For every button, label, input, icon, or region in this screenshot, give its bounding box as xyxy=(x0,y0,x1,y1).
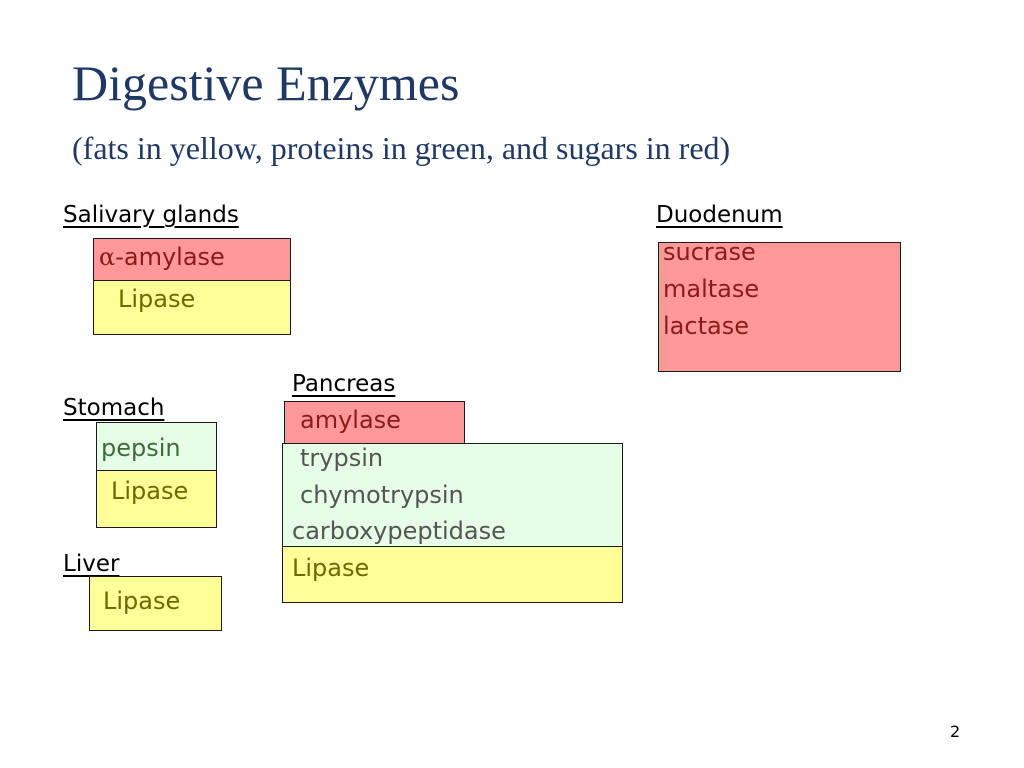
duodenum-sucrase-text: sucrase xyxy=(663,238,756,266)
slide-title: Digestive Enzymes xyxy=(72,55,460,111)
duodenum-lactase-text: lactase xyxy=(663,312,749,340)
slide-subtitle: (fats in yellow, proteins in green, and … xyxy=(72,130,731,166)
pancreas-carboxypeptidase-text: carboxypeptidase xyxy=(292,517,506,545)
liver-label: Liver xyxy=(63,551,120,577)
duodenum-maltase-text: maltase xyxy=(663,275,760,303)
stomach-label: Stomach xyxy=(63,395,165,421)
salivary-amylase-name: -amylase xyxy=(115,243,225,271)
pancreas-label: Pancreas xyxy=(292,371,396,397)
pancreas-lipase-box xyxy=(282,546,623,603)
duodenum-sugars-box xyxy=(658,242,901,372)
pancreas-amylase-box xyxy=(284,401,465,444)
page-number: 2 xyxy=(950,722,961,741)
liver-lipase-box xyxy=(89,576,222,631)
stomach-lipase-text: Lipase xyxy=(111,477,189,505)
alpha-symbol: α xyxy=(99,243,116,271)
pancreas-trypsin-text: trypsin xyxy=(300,444,384,472)
stomach-pepsin-text: pepsin xyxy=(101,434,181,462)
salivary-amylase-text: α-amylase xyxy=(99,245,225,269)
pancreas-amylase-text: amylase xyxy=(300,406,401,434)
salivary-glands-label: Salivary glands xyxy=(63,202,239,228)
stomach-lipase-box xyxy=(96,470,217,528)
salivary-lipase-box xyxy=(93,280,291,335)
pancreas-chymotrypsin-text: chymotrypsin xyxy=(300,481,464,509)
pancreas-lipase-text: Lipase xyxy=(292,554,370,582)
duodenum-label: Duodenum xyxy=(656,202,783,228)
salivary-lipase-text: Lipase xyxy=(118,285,196,313)
stomach-pepsin-box xyxy=(96,422,217,471)
salivary-amylase-box xyxy=(93,238,291,281)
pancreas-protease-box xyxy=(282,443,623,547)
liver-lipase-text: Lipase xyxy=(103,587,181,615)
